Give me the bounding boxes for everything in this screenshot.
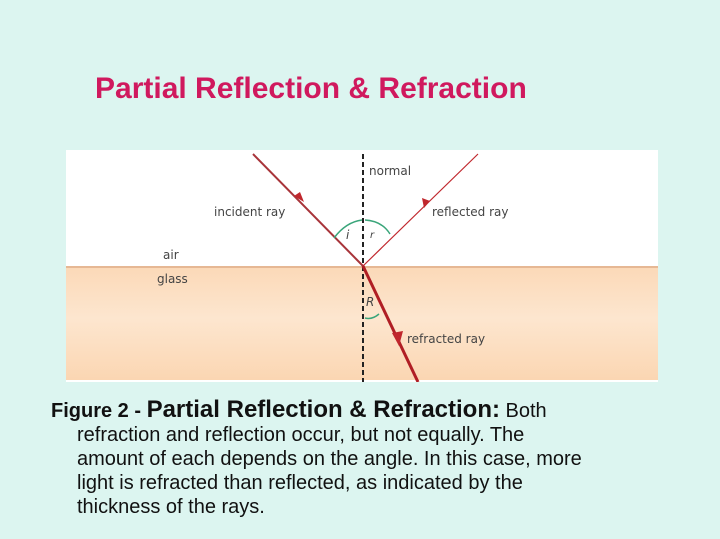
incident-arrow-icon [294, 192, 304, 202]
slide-title: Partial Reflection & Refraction [95, 72, 527, 105]
reflected-arrow-icon [422, 198, 430, 208]
figure-title: Partial Reflection & Refraction: [146, 396, 500, 423]
figure-caption: Figure 2 - Partial Reflection & Refracti… [51, 398, 701, 519]
angle-r-label: r [370, 230, 375, 241]
figure-label: Figure 2 - [51, 400, 147, 422]
angle-i-label: i [346, 228, 350, 242]
angle-R-label: R [366, 295, 375, 309]
caption-line: refraction and reflection occur, but not… [77, 424, 525, 446]
incident-ray-label: incident ray [214, 205, 286, 219]
air-label: air [163, 248, 179, 262]
refracted-arrow-icon [392, 331, 403, 346]
angle-R-arc [364, 313, 380, 320]
angle-r-arc [364, 219, 391, 235]
refraction-diagram: normal incident ray reflected ray air gl… [66, 150, 658, 382]
refracted-ray-label: refracted ray [407, 332, 486, 346]
ray-diagram-svg [252, 153, 479, 382]
reflected-ray-label: reflected ray [432, 205, 509, 219]
caption-line: light is refracted than reflected, as in… [77, 472, 523, 494]
incident-ray [252, 153, 364, 267]
caption-first-words: Both [499, 400, 547, 422]
caption-line: thickness of the rays. [77, 496, 265, 518]
angle-i-arc [333, 219, 363, 239]
caption-line: amount of each depends on the angle. In … [77, 448, 582, 470]
refracted-ray [361, 265, 420, 382]
normal-label: normal [369, 164, 412, 178]
glass-label: glass [157, 272, 188, 286]
reflected-ray [362, 153, 479, 267]
